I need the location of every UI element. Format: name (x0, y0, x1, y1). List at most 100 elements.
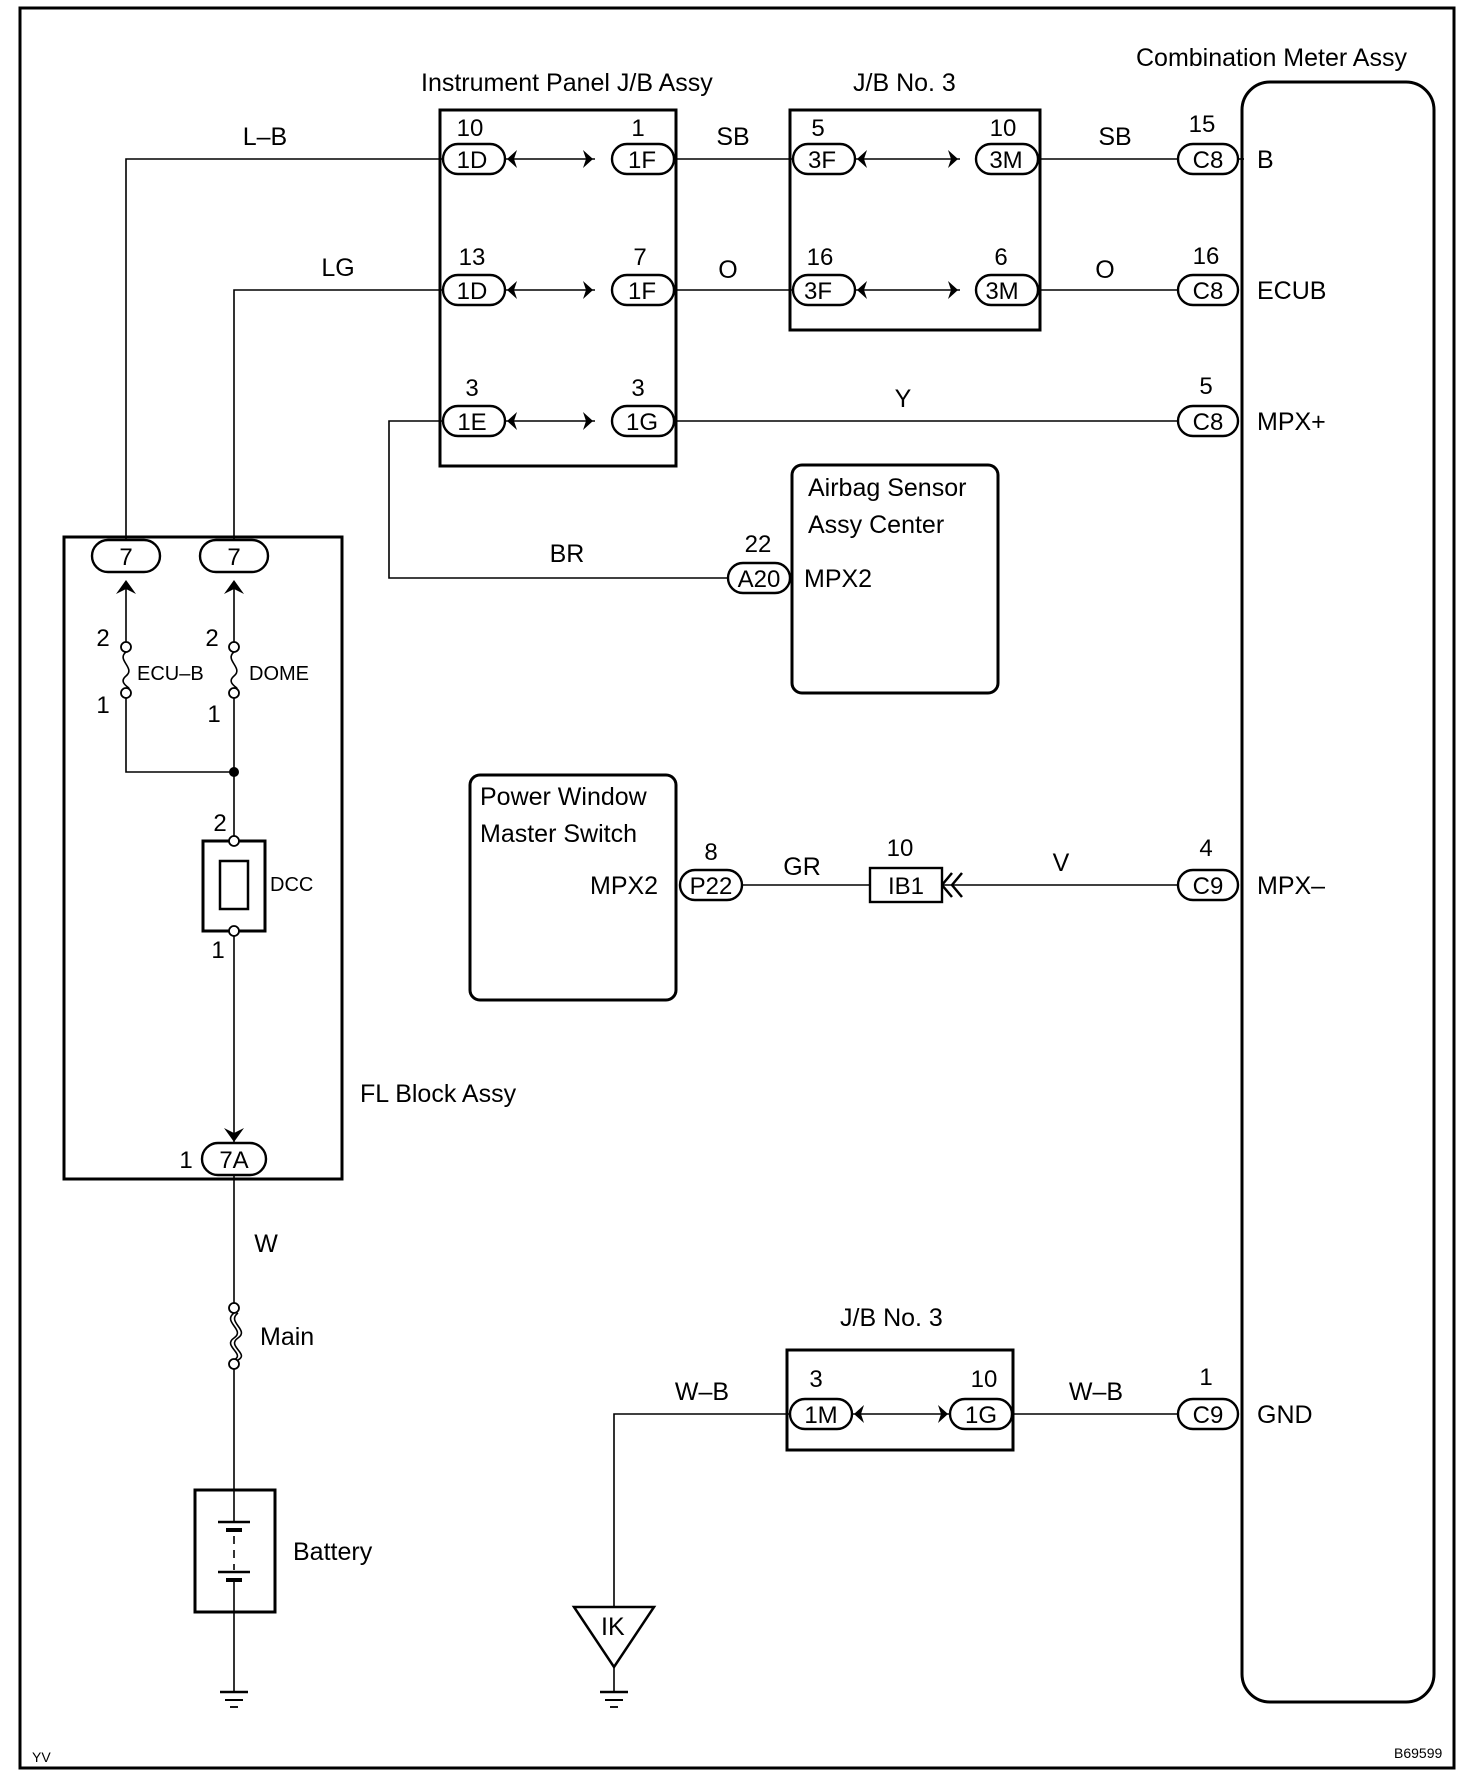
instrument-panel-jb-box (438, 108, 678, 468)
airbag-sensor-box (790, 463, 1000, 695)
pin-10-1d: 10 (457, 115, 484, 142)
pin-13-1d: 13 (459, 244, 486, 271)
ground-battery-symbol (220, 1690, 248, 1708)
arrow-7a-down (224, 1128, 244, 1142)
connector-1d-row1: 1D (457, 147, 488, 174)
connector-c8-ecub: C8 (1193, 278, 1224, 305)
wire-label-o2: O (1095, 256, 1114, 284)
wire-label-lb: L–B (243, 123, 287, 151)
airbag-sensor-title-1: Airbag Sensor (808, 474, 966, 502)
figure-code: B69599 (1394, 1745, 1442, 1761)
junction-dot (229, 767, 239, 777)
connector-1f-row2: 1F (628, 278, 656, 305)
dome-fuse-label: DOME (249, 663, 309, 685)
wire-label-v: V (1053, 849, 1070, 877)
terminal-airbag-mpx2: MPX2 (804, 565, 872, 593)
connector-1m: 1M (804, 1402, 837, 1429)
jb-no3-top-title: J/B No. 3 (853, 69, 956, 97)
connector-1d-row2: 1D (457, 278, 488, 305)
fl-block-title: FL Block Assy (360, 1080, 517, 1108)
pin-3-1g: 3 (631, 375, 644, 402)
wire-wb1 (613, 1413, 790, 1645)
pin-7-1f: 7 (633, 244, 646, 271)
arrow-7b-up (224, 580, 244, 594)
terminal-ecub: ECUB (1257, 277, 1326, 305)
pin-1-dcc: 1 (211, 937, 224, 964)
pin-16-3f: 16 (807, 244, 834, 271)
pin-8-p22: 8 (704, 839, 717, 866)
ground-ik-symbol (571, 1605, 657, 1708)
pin-1-c9: 1 (1199, 1364, 1212, 1391)
jb-no3-top-box (788, 108, 1042, 332)
pin-22-a20: 22 (745, 531, 772, 558)
connector-ib1: IB1 (888, 873, 924, 900)
terminal-pw-mpx2: MPX2 (590, 872, 658, 900)
pin-16-c8: 16 (1193, 243, 1220, 270)
pin-2-dcc: 2 (213, 810, 226, 837)
main-fuse-symbol (228, 1302, 243, 1370)
battery-label: Battery (293, 1538, 373, 1566)
power-window-box (468, 773, 678, 1002)
wire-ecub-bottom (125, 696, 234, 773)
terminal-mpx-minus: MPX– (1257, 872, 1325, 900)
pin-3-1e: 3 (465, 375, 478, 402)
connector-a20: A20 (738, 566, 781, 593)
wire-label-wb2: W–B (1069, 1378, 1123, 1406)
fl-block-box (62, 535, 344, 1181)
jb-no3-bottom-box (785, 1348, 1015, 1452)
combination-meter-title: Combination Meter Assy (1136, 44, 1407, 72)
jb-no3-bottom-title: J/B No. 3 (840, 1304, 943, 1332)
ground-ik-label: IK (601, 1613, 625, 1641)
connector-3m-row2: 3M (985, 278, 1018, 305)
connector-7-ecub: 7 (119, 544, 132, 571)
pin-1-ecub: 1 (96, 692, 109, 719)
pin-15-c8: 15 (1189, 111, 1216, 138)
wire-label-sb2: SB (1098, 123, 1131, 151)
pin-10-1g: 10 (971, 1366, 998, 1393)
connector-c9-mpx-minus: C9 (1193, 873, 1224, 900)
connector-c8-mpx-plus: C8 (1193, 409, 1224, 436)
pin-1-dome: 1 (207, 701, 220, 728)
connector-3m-row1: 3M (989, 147, 1022, 174)
dome-fuse-symbol (228, 641, 240, 699)
connector-1g-bottom: 1G (965, 1402, 997, 1429)
pin-10-ib1: 10 (887, 835, 914, 862)
pin-10-3m: 10 (990, 115, 1017, 142)
connector-3f-row1: 3F (808, 147, 836, 174)
wire-lb (125, 158, 443, 556)
wire-label-gr: GR (783, 853, 821, 881)
power-window-title-2: Master Switch (480, 820, 637, 848)
dcc-symbol (201, 835, 267, 937)
wire-label-sb1: SB (716, 123, 749, 151)
connector-1g-top: 1G (626, 409, 658, 436)
corner-mark: YV (32, 1749, 51, 1765)
ecub-fuse-label: ECU–B (137, 663, 204, 685)
instrument-panel-jb-title: Instrument Panel J/B Assy (421, 69, 713, 97)
wire-label-lg: LG (321, 254, 354, 282)
main-fuse-label: Main (260, 1323, 314, 1351)
pin-5-c8: 5 (1199, 373, 1212, 400)
pin-1-1f: 1 (631, 115, 644, 142)
pin-3-1m: 3 (809, 1366, 822, 1393)
connector-7-dome: 7 (227, 544, 240, 571)
wire-label-br: BR (550, 540, 585, 568)
connector-3f-row2: 3F (804, 278, 832, 305)
dcc-label: DCC (270, 874, 313, 896)
connector-1f-row1: 1F (628, 147, 656, 174)
battery-symbol (193, 1488, 277, 1614)
combination-meter-box (1240, 80, 1436, 1704)
ecub-fuse-symbol (120, 641, 132, 699)
pin-5-3f: 5 (811, 115, 824, 142)
connector-c8-b: C8 (1193, 147, 1224, 174)
wire-br (388, 420, 728, 579)
connector-pills (90, 142, 1240, 1431)
pin-1-7a: 1 (179, 1147, 192, 1174)
arrow-7a-up (116, 580, 136, 594)
pin-2-ecub: 2 (96, 625, 109, 652)
page-frame (18, 6, 1456, 1770)
wire-label-w: W (254, 1230, 278, 1258)
pin-2-dome: 2 (205, 625, 218, 652)
connector-p22: P22 (690, 873, 733, 900)
pin-6-3m: 6 (994, 244, 1007, 271)
